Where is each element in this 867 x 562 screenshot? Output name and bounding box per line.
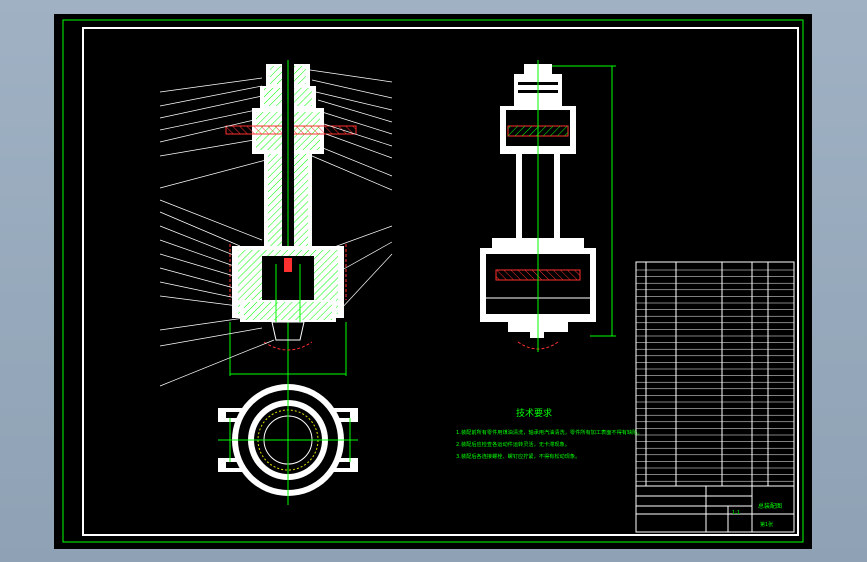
scale-value: 1:1 bbox=[732, 510, 740, 516]
plan-view bbox=[218, 380, 358, 505]
parts-list bbox=[635, 261, 795, 487]
title-block: 总装配图 1:1 第1张 bbox=[635, 485, 795, 533]
side-view bbox=[480, 60, 616, 352]
drawing-sheet: 技术要求 1.装配前所有零件用煤油清洗，轴承用汽油清洗，零件所有加工表面不得有缺… bbox=[54, 14, 812, 549]
drawing-name: 总装配图 bbox=[758, 502, 782, 510]
outer-frame bbox=[62, 19, 804, 543]
note-line-1: 1.装配前所有零件用煤油清洗，轴承用汽油清洗，零件所有加工表面不得有缺陷。 bbox=[456, 428, 643, 436]
leaders-right bbox=[309, 69, 393, 311]
inner-border bbox=[82, 27, 799, 536]
sheet-number: 第1张 bbox=[760, 521, 773, 528]
leaders-left bbox=[159, 77, 275, 387]
drawing-canvas: 技术要求 1.装配前所有零件用煤油清洗，轴承用汽油清洗，零件所有加工表面不得有缺… bbox=[62, 19, 804, 543]
notes-title: 技术要求 bbox=[516, 407, 552, 419]
note-line-3: 3.装配后各连接螺栓、螺钉应拧紧，不得有松动现象。 bbox=[456, 452, 580, 460]
note-line-2: 2.装配后应检查各运动件运转灵活，无卡滞现象。 bbox=[456, 440, 570, 448]
technical-notes: 技术要求 1.装配前所有零件用煤油清洗，轴承用汽油清洗，零件所有加工表面不得有缺… bbox=[456, 407, 643, 460]
